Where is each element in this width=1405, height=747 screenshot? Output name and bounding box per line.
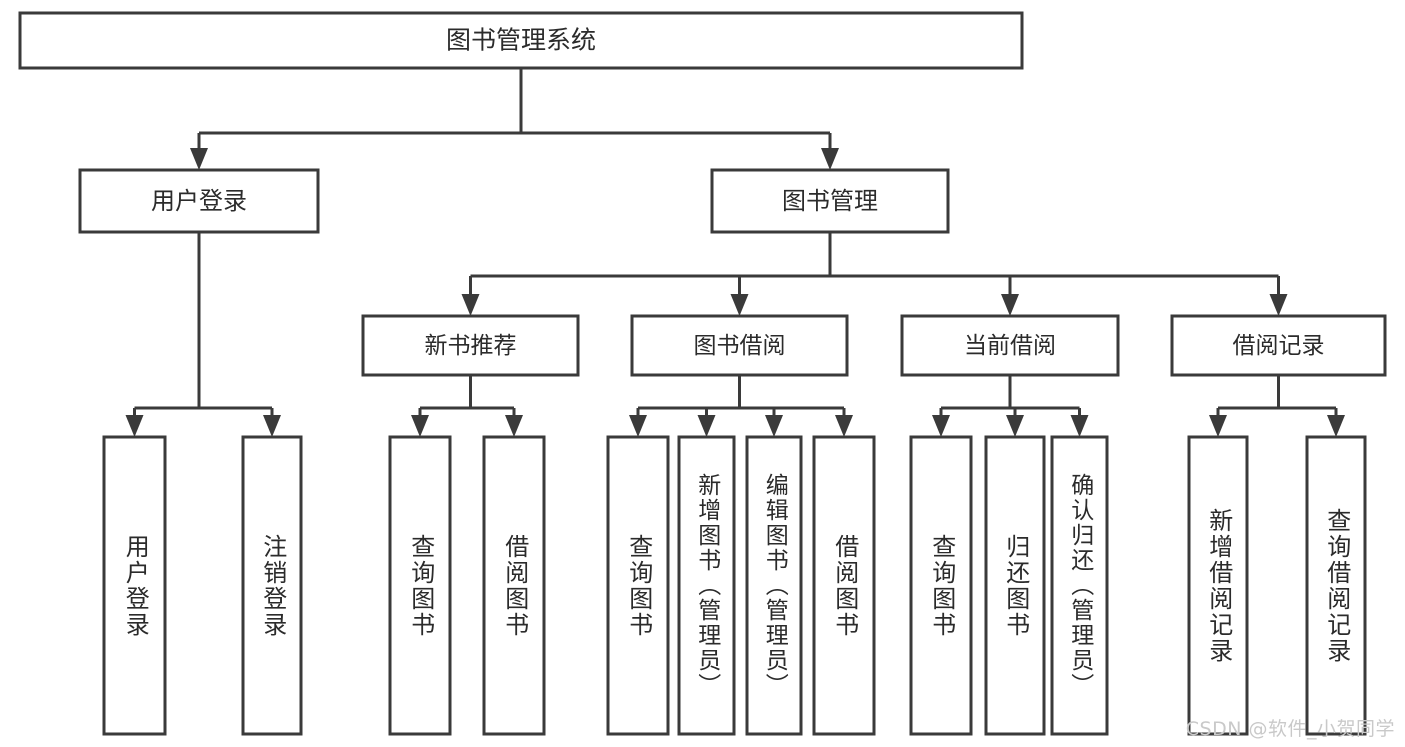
leaf-node-text-wrap: 用户登录 — [121, 533, 150, 638]
level3-node-current-borrow[interactable]: 当前借阅 — [900, 314, 1120, 377]
leaf-node-label: 编辑图书（管理员） — [761, 473, 788, 698]
arrow-head-icon — [263, 415, 281, 437]
leaf-node-box — [812, 435, 876, 736]
leaf-node-leaf-user-logout[interactable]: 注销登录 — [241, 435, 303, 736]
leaf-node-leaf-add-book[interactable]: 新增图书（管理员） — [677, 435, 736, 736]
leaf-node-box — [102, 435, 167, 736]
arrow-head-icon — [125, 415, 144, 437]
arrow-head-icon — [190, 148, 208, 170]
leaf-node-box — [984, 435, 1046, 736]
arrow-head-icon — [697, 415, 716, 437]
leaf-node-label: 查询图书 — [927, 533, 956, 638]
leaf-node-leaf-borrow-book-1[interactable]: 借阅图书 — [482, 435, 546, 736]
leaf-node-label: 归还图书 — [1001, 533, 1030, 638]
leaf-node-leaf-edit-book[interactable]: 编辑图书（管理员） — [745, 435, 803, 736]
leaf-node-leaf-add-record[interactable]: 新增借阅记录 — [1187, 435, 1249, 736]
level2-node-book-manage-box — [710, 168, 950, 234]
leaf-node-text-wrap: 借阅图书 — [830, 533, 859, 638]
arrow-head-icon — [730, 294, 749, 316]
leaf-node-box — [677, 435, 736, 736]
level2-node-user-login-label: 用户登录 — [151, 187, 247, 215]
arrow-head-icon — [1001, 294, 1019, 316]
root-node-root-box — [18, 11, 1024, 70]
level3-node-borrow-record-box — [1170, 314, 1387, 377]
leaf-node-text-wrap: 查询图书 — [406, 533, 435, 638]
arrow-head-icon — [932, 415, 950, 437]
leaf-node-text-wrap: 查询图书 — [624, 533, 653, 638]
arrow-head-icon — [1209, 415, 1227, 437]
level3-node-new-book-rec-label: 新书推荐 — [425, 333, 517, 359]
arrow-head-icon — [1070, 415, 1089, 437]
leaf-node-box — [241, 435, 303, 736]
level2-node-book-manage-label: 图书管理 — [782, 187, 878, 215]
leaf-node-text-wrap: 编辑图书（管理员） — [761, 473, 788, 698]
leaf-node-box — [745, 435, 803, 736]
leaf-node-label: 查询图书 — [624, 533, 653, 638]
leaf-node-label: 查询借阅记录 — [1322, 507, 1351, 664]
leaf-node-text-wrap: 新增借阅记录 — [1204, 507, 1233, 664]
leaf-node-text-wrap: 借阅图书 — [500, 533, 529, 638]
level2-node-user-login-box — [78, 168, 320, 234]
level3-node-book-borrow[interactable]: 图书借阅 — [630, 314, 849, 377]
leaf-node-label: 查询图书 — [406, 533, 435, 638]
arrow-head-icon — [411, 415, 429, 437]
arrow-head-icon — [1269, 294, 1288, 316]
leaf-node-leaf-confirm-return[interactable]: 确认归还（管理员） — [1050, 435, 1109, 736]
arrow-head-icon — [835, 415, 853, 437]
level3-node-book-borrow-box — [630, 314, 849, 377]
arrow-head-icon — [765, 415, 783, 437]
level3-node-book-borrow-label: 图书借阅 — [694, 333, 786, 359]
leaf-node-box — [909, 435, 973, 736]
level3-node-new-book-rec[interactable]: 新书推荐 — [361, 314, 580, 377]
arrow-head-icon — [1327, 415, 1345, 437]
nodes-layer: 图书管理系统用户登录图书管理新书推荐图书借阅当前借阅借阅记录用户登录注销登录查询… — [18, 11, 1387, 736]
leaf-node-box — [1187, 435, 1249, 736]
root-node-root-label: 图书管理系统 — [446, 26, 596, 55]
leaf-node-box — [1305, 435, 1367, 736]
level3-node-new-book-rec-box — [361, 314, 580, 377]
leaf-node-text-wrap: 查询借阅记录 — [1322, 507, 1351, 664]
level2-node-book-manage[interactable]: 图书管理 — [710, 168, 950, 234]
arrow-head-icon — [629, 415, 647, 437]
leaf-node-label: 新增借阅记录 — [1204, 507, 1233, 664]
connectors-layer — [125, 68, 1345, 437]
leaf-node-label: 确认归还（管理员） — [1066, 473, 1093, 698]
leaf-node-leaf-query-book-3[interactable]: 查询图书 — [909, 435, 973, 736]
arrow-head-icon — [461, 294, 480, 316]
arrow-head-icon — [1006, 415, 1024, 437]
leaf-node-box — [606, 435, 670, 736]
level3-node-current-borrow-box — [900, 314, 1120, 377]
arrow-head-icon — [821, 148, 839, 170]
leaf-node-text-wrap: 确认归还（管理员） — [1066, 473, 1093, 698]
leaf-node-label: 新增图书（管理员） — [693, 473, 720, 698]
leaf-node-leaf-query-record[interactable]: 查询借阅记录 — [1305, 435, 1367, 736]
leaf-node-leaf-return-book[interactable]: 归还图书 — [984, 435, 1046, 736]
level3-node-current-borrow-label: 当前借阅 — [964, 333, 1056, 359]
leaf-node-label: 借阅图书 — [500, 533, 529, 638]
root-node-root[interactable]: 图书管理系统 — [18, 11, 1024, 70]
leaf-node-box — [1050, 435, 1109, 736]
leaf-node-label: 借阅图书 — [830, 533, 859, 638]
level3-node-borrow-record-label: 借阅记录 — [1233, 333, 1325, 359]
arrow-head-icon — [505, 415, 523, 437]
leaf-node-text-wrap: 注销登录 — [258, 533, 287, 638]
level3-node-borrow-record[interactable]: 借阅记录 — [1170, 314, 1387, 377]
leaf-node-leaf-query-book-1[interactable]: 查询图书 — [388, 435, 452, 736]
leaf-node-leaf-query-book-2[interactable]: 查询图书 — [606, 435, 670, 736]
leaf-node-leaf-borrow-book-2[interactable]: 借阅图书 — [812, 435, 876, 736]
leaf-node-text-wrap: 查询图书 — [927, 533, 956, 638]
leaf-node-leaf-user-login[interactable]: 用户登录 — [102, 435, 167, 736]
leaf-node-text-wrap: 归还图书 — [1001, 533, 1030, 638]
leaf-node-label: 用户登录 — [121, 533, 150, 638]
level2-node-user-login[interactable]: 用户登录 — [78, 168, 320, 234]
leaf-node-label: 注销登录 — [258, 533, 287, 638]
leaf-node-text-wrap: 新增图书（管理员） — [693, 473, 720, 698]
leaf-node-box — [482, 435, 546, 736]
leaf-node-box — [388, 435, 452, 736]
